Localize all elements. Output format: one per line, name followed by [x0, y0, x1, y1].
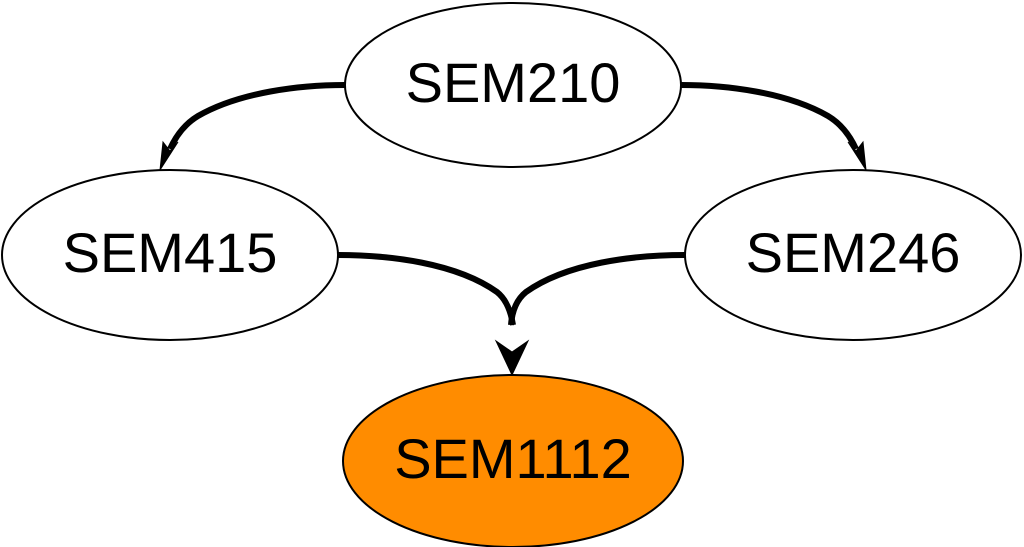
edge-layer	[159, 82, 867, 377]
edge-path-sem210-sem415	[167, 82, 346, 151]
edge-path-sem210-sem246	[680, 82, 859, 151]
edge-sem210-sem246[interactable]	[680, 82, 867, 171]
node-label-sem1112: SEM1112	[394, 427, 632, 490]
node-sem246[interactable]: SEM246	[684, 169, 1022, 341]
node-shape-sem246[interactable]	[684, 169, 1022, 341]
edge-sem210-sem415[interactable]	[159, 82, 346, 171]
edge-sem415-sem1112[interactable]	[337, 252, 516, 326]
edge-sem246-sem1112[interactable]	[508, 252, 686, 326]
node-sem415[interactable]: SEM415	[1, 169, 339, 341]
node-label-sem210: SEM210	[406, 51, 621, 114]
edge-path-sem415-sem1112	[337, 252, 516, 326]
arrowhead-icon-sem1112	[494, 339, 530, 377]
node-sem210[interactable]: SEM210	[344, 2, 682, 168]
node-label-sem246: SEM246	[746, 221, 961, 284]
node-shape-sem1112[interactable]	[342, 374, 684, 547]
arrowhead-icon-sem246	[847, 140, 867, 171]
node-label-sem415: SEM415	[63, 221, 278, 284]
node-sem1112[interactable]: SEM1112	[342, 374, 684, 547]
edge-path-sem246-sem1112	[508, 252, 686, 326]
node-shape-sem415[interactable]	[1, 169, 339, 341]
arrowhead-icon-sem415	[159, 140, 179, 171]
node-shape-sem210[interactable]	[344, 2, 682, 168]
